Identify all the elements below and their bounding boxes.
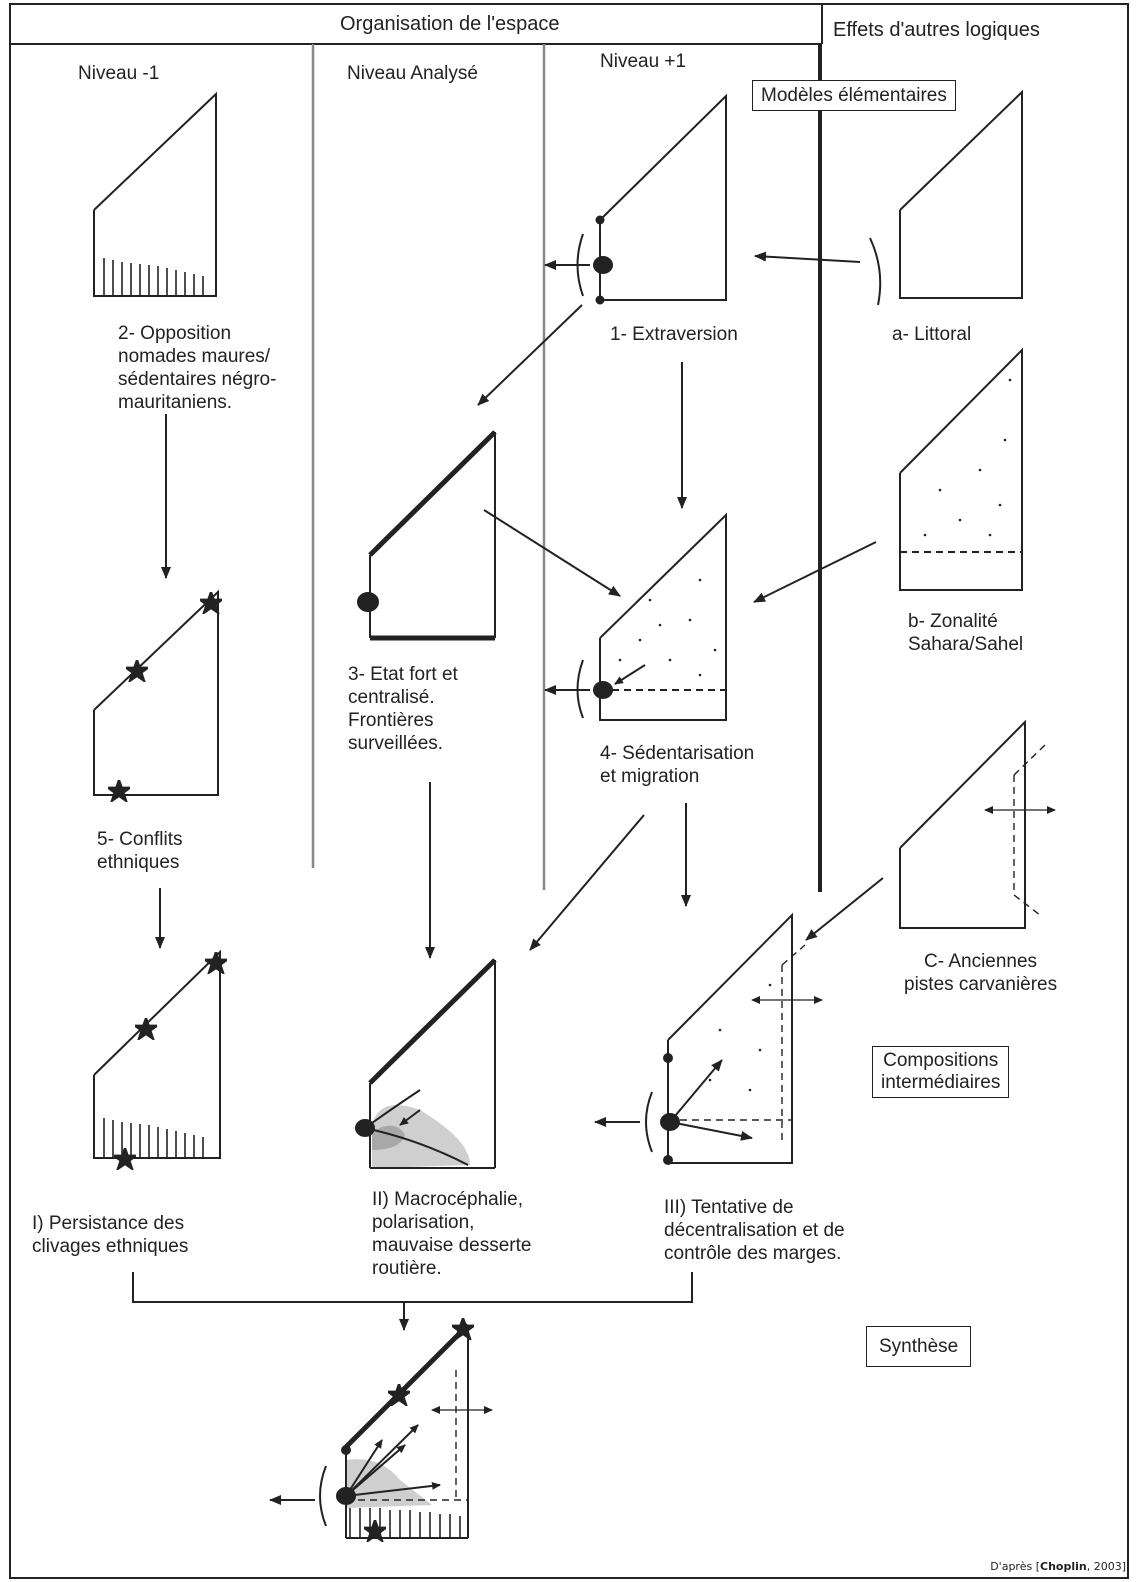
model-conflits-shape — [93, 589, 222, 802]
label-model-3: 3- Etat fort et centralisé. Frontières s… — [348, 663, 458, 755]
label-model-b-line1: b- Zonalité — [908, 611, 998, 632]
label-model-5-line2: ethniques — [97, 852, 180, 873]
header-effets: Effets d'autres logiques — [833, 19, 1040, 41]
label-composition-1-line1: I) Persistance des — [32, 1213, 185, 1234]
label-model-1: 1- Extraversion — [610, 324, 738, 345]
box-compositions-line2: intermédiaires — [881, 1072, 1001, 1093]
label-model-4-line1: 4- Sédentarisation — [600, 743, 755, 764]
source-prefix: D'après [ — [990, 1560, 1040, 1573]
label-model-a: a- Littoral — [892, 324, 972, 345]
model-zonalite-shape — [899, 347, 1023, 591]
label-model-3-line2: centralisé. — [348, 687, 435, 708]
box-synthese: Synthèse — [866, 1326, 972, 1367]
label-composition-2-line4: routière. — [372, 1258, 442, 1279]
label-composition-2-line2: polarisation, — [372, 1212, 475, 1233]
column-dividers — [311, 44, 822, 892]
header-organisation: Organisation de l'espace — [340, 13, 560, 35]
model-opposition-shape — [93, 91, 217, 297]
composition-1-shape — [93, 949, 227, 1170]
composition-2-shape — [355, 958, 497, 1169]
label-model-4: 4- Sédentarisation et migration — [600, 742, 754, 788]
frame — [9, 3, 1129, 1579]
label-model-c-line2: pistes carvanières — [904, 974, 1058, 995]
label-composition-2-line3: mauvaise desserte — [372, 1235, 532, 1256]
composition-3-shape — [594, 912, 823, 1165]
label-model-c: C- Anciennes pistes carvanières — [904, 950, 1057, 996]
label-composition-1: I) Persistance des clivages ethniques — [32, 1212, 188, 1258]
column-niveau-plus1: Niveau +1 — [600, 51, 687, 72]
label-model-3-line3: Frontières — [348, 710, 434, 731]
synthesis-shape — [269, 1318, 493, 1542]
column-niveau-minus1: Niveau -1 — [78, 63, 160, 84]
model-sedentarisation-shape — [544, 512, 727, 721]
label-model-2-line2: nomades maures/ — [118, 346, 271, 367]
label-model-3-line1: 3- Etat fort et — [348, 664, 458, 685]
label-model-2: 2- Opposition nomades maures/ sédentaire… — [118, 322, 276, 414]
label-composition-3-line1: III) Tentative de — [664, 1197, 794, 1218]
model-extraversion-shape — [544, 93, 727, 305]
label-composition-3: III) Tentative de décentralisation et de… — [664, 1196, 845, 1265]
label-model-3-line4: surveillées. — [348, 733, 444, 754]
label-composition-2: II) Macrocéphalie, polarisation, mauvais… — [372, 1188, 531, 1280]
label-composition-3-line2: décentralisation et de — [664, 1220, 845, 1241]
source-caption: D'après [Choplin, 2003] — [990, 1560, 1126, 1573]
label-model-4-line2: et migration — [600, 766, 700, 787]
label-composition-3-line3: contrôle des marges. — [664, 1243, 842, 1264]
label-model-5: 5- Conflits ethniques — [97, 828, 183, 874]
model-etat-fort-shape — [357, 430, 497, 641]
source-suffix: , 2003] — [1086, 1560, 1126, 1573]
label-model-b: b- Zonalité Sahara/Sahel — [908, 610, 1023, 656]
label-composition-1-line2: clivages ethniques — [32, 1236, 189, 1257]
label-model-c-line1: C- Anciennes — [924, 951, 1038, 972]
label-composition-2-line1: II) Macrocéphalie, — [372, 1189, 524, 1210]
label-model-2-line4: mauritaniens. — [118, 392, 233, 413]
label-model-b-line2: Sahara/Sahel — [908, 634, 1024, 655]
column-niveau-analyse: Niveau Analysé — [347, 63, 478, 84]
box-compositions-line1: Compositions — [883, 1050, 999, 1071]
label-model-5-line1: 5- Conflits — [97, 829, 183, 850]
box-modeles-elementaires: Modèles élémentaires — [752, 80, 956, 111]
model-littoral-shape — [869, 89, 1023, 306]
flow-arrows — [132, 251, 884, 1331]
label-model-2-line3: sédentaires négro- — [118, 369, 277, 390]
source-author: Choplin — [1040, 1560, 1087, 1573]
model-pistes-shape — [899, 719, 1056, 929]
box-compositions: Compositions intermédiaires — [872, 1046, 1010, 1098]
label-model-2-line1: 2- Opposition — [118, 323, 232, 344]
